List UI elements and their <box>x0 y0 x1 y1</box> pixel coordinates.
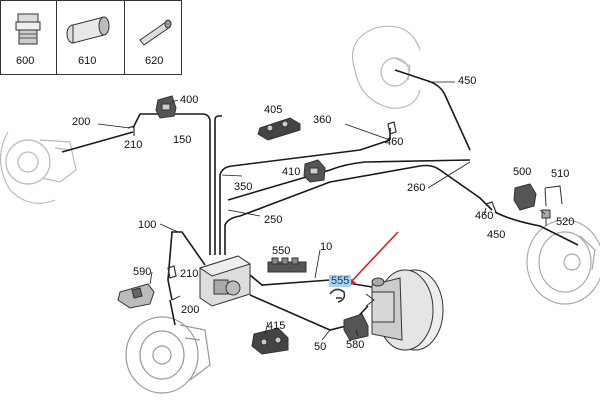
inset-label-600: 600 <box>16 55 35 67</box>
part-label-400[interactable]: 400 <box>180 94 199 106</box>
part-label-450-right[interactable]: 450 <box>487 229 506 241</box>
brake-disc-rear-right-top <box>351 25 421 109</box>
part-label-260[interactable]: 260 <box>407 182 426 194</box>
part-label-510[interactable]: 510 <box>551 168 570 180</box>
part-label-460-top[interactable]: 460 <box>385 136 404 148</box>
part-label-150[interactable]: 150 <box>173 134 192 146</box>
part-label-210-bottom[interactable]: 210 <box>180 268 199 280</box>
bracket-590-icon[interactable] <box>117 283 155 309</box>
bolt-icon[interactable] <box>15 13 41 45</box>
clip-210-left-icon <box>127 125 135 136</box>
part-label-250[interactable]: 250 <box>264 214 283 226</box>
part-label-405[interactable]: 405 <box>264 104 283 116</box>
inset-label-610: 610 <box>78 55 97 67</box>
part-label-50[interactable]: 50 <box>314 341 327 353</box>
clip-405-icon[interactable] <box>257 117 301 141</box>
part-label-200-bottom[interactable]: 200 <box>181 304 200 316</box>
brake-disc-front-left-bottom <box>125 316 211 394</box>
bracket-410-icon[interactable] <box>303 159 326 183</box>
part-label-210-left[interactable]: 210 <box>124 139 143 151</box>
part-label-415[interactable]: 415 <box>267 320 286 332</box>
bracket-510-icon[interactable] <box>544 185 563 207</box>
part-label-350[interactable]: 350 <box>234 181 253 193</box>
part-label-555-highlighted[interactable]: 555 <box>329 275 352 287</box>
part-label-580[interactable]: 580 <box>346 339 365 351</box>
part-label-200-left[interactable]: 200 <box>72 116 91 128</box>
part-label-410[interactable]: 410 <box>282 166 301 178</box>
brake-disc-rear-right <box>526 219 600 305</box>
clip-550-icon[interactable] <box>267 257 307 273</box>
inset-label-620: 620 <box>145 55 164 67</box>
leader-lines <box>97 81 546 341</box>
brake-booster[interactable] <box>365 269 444 351</box>
part-label-550[interactable]: 550 <box>272 245 291 257</box>
part-label-100[interactable]: 100 <box>138 219 157 231</box>
cap-580-icon[interactable] <box>343 313 369 341</box>
clip-460-top-icon <box>387 121 397 135</box>
tube-icon[interactable] <box>139 19 172 46</box>
part-label-520[interactable]: 520 <box>556 216 575 228</box>
part-label-450-top[interactable]: 450 <box>458 75 477 87</box>
part-label-500[interactable]: 500 <box>513 166 532 178</box>
bracket-400-icon[interactable] <box>155 95 177 119</box>
clip-460-right-icon <box>485 201 497 213</box>
part-label-590[interactable]: 590 <box>133 266 152 278</box>
part-label-10[interactable]: 10 <box>320 241 333 253</box>
inset-divider-1 <box>56 0 57 75</box>
bolt-520-icon[interactable] <box>541 209 551 226</box>
part-label-460-right[interactable]: 460 <box>475 210 494 222</box>
brake-disc-front-left <box>0 131 77 204</box>
clip-415-icon[interactable] <box>251 327 289 355</box>
bracket-500-icon[interactable] <box>513 183 537 211</box>
part-label-360[interactable]: 360 <box>313 114 332 126</box>
abs-unit[interactable] <box>198 255 252 307</box>
inset-divider-2 <box>124 0 125 75</box>
clip-555-icon[interactable] <box>329 288 346 303</box>
sleeve-icon[interactable] <box>66 16 110 44</box>
clip-210-bottom-icon <box>167 265 177 279</box>
